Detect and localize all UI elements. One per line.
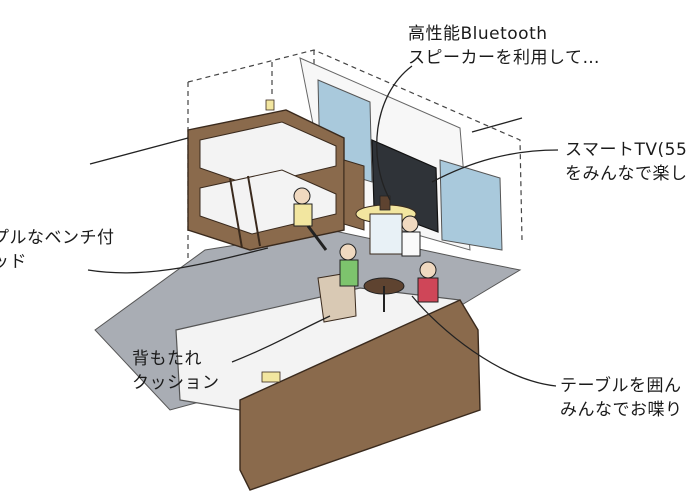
callout-lines xyxy=(87,65,559,387)
extension-line-right xyxy=(471,117,523,133)
person-on-bench xyxy=(293,187,328,251)
callout-cushion-line2: クッション xyxy=(132,373,220,393)
callout-table-line1: テーブルを囲ん xyxy=(560,376,682,396)
callout-table: テーブルを囲ん みんなでお喋り xyxy=(560,374,683,422)
person-green xyxy=(339,243,359,287)
sofa-bench xyxy=(175,271,481,491)
callout-tv-line2: をみんなで楽し xyxy=(565,164,688,184)
callout-bench-line1: プルなベンチ付 xyxy=(0,228,115,248)
center-table xyxy=(363,277,405,312)
callout-bench: プルなベンチ付 ッド xyxy=(0,226,115,274)
leader-table xyxy=(411,295,557,387)
person-white xyxy=(401,215,421,257)
callout-table-line2: みんなでお喋り xyxy=(560,400,683,420)
leader-bench xyxy=(87,247,269,274)
leader-cushion xyxy=(231,315,331,363)
callout-speaker: 高性能Bluetooth スピーカーを利用して… xyxy=(408,22,600,70)
callout-bench-line2: ッド xyxy=(0,252,27,272)
extension-line-left xyxy=(89,137,189,165)
callout-speaker-line2: スピーカーを利用して… xyxy=(408,48,600,68)
callout-cushion: 背もたれ クッション xyxy=(132,347,220,395)
callout-cushion-line1: 背もたれ xyxy=(132,349,202,369)
callout-tv: スマートTV(55 をみんなで楽し xyxy=(565,138,688,186)
person-red xyxy=(417,261,439,303)
callout-tv-line1: スマートTV(55 xyxy=(565,140,688,160)
leader-speaker xyxy=(376,65,413,201)
leader-tv xyxy=(431,149,559,183)
side-window xyxy=(439,159,503,251)
round-side-table xyxy=(355,195,417,255)
callout-speaker-line1: 高性能Bluetooth xyxy=(408,24,548,44)
